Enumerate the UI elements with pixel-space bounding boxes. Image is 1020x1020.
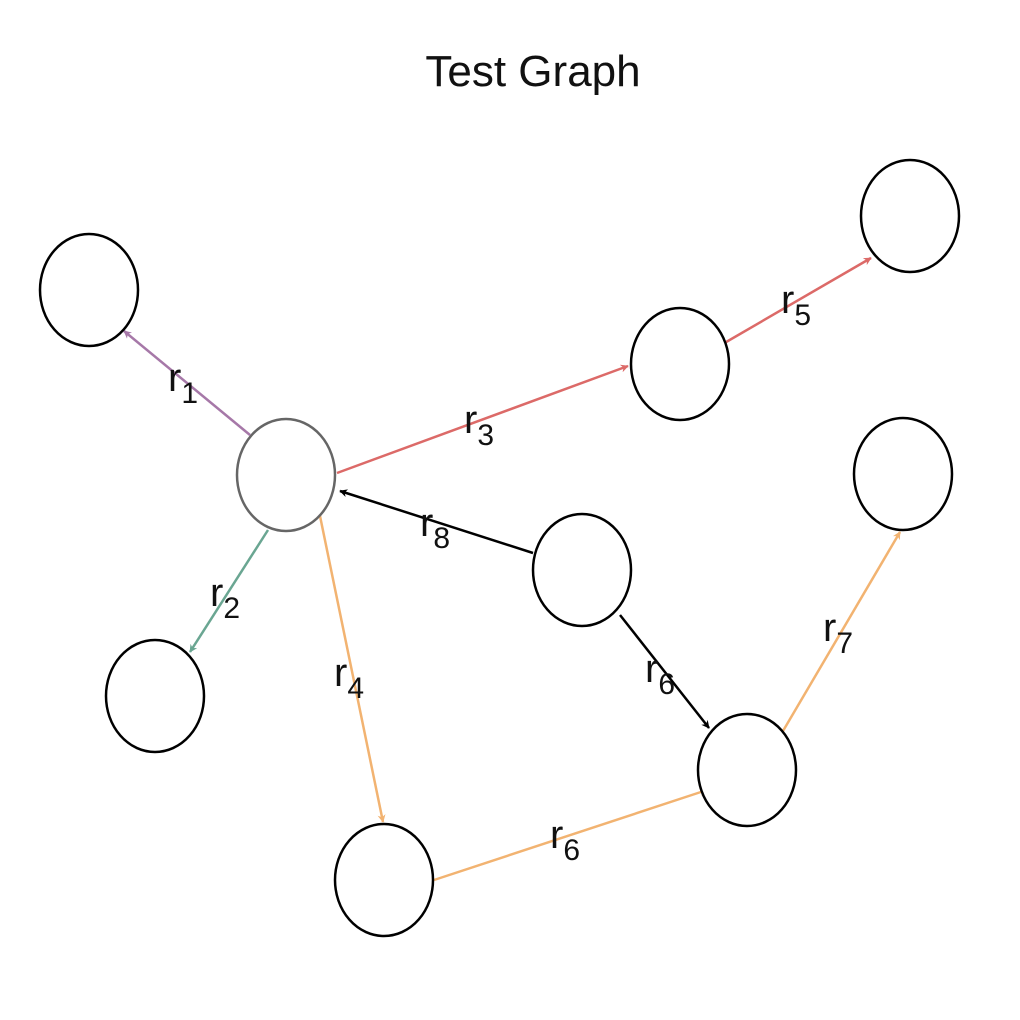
edge-r7: [781, 531, 902, 732]
edge-label-r6-black: r6: [645, 647, 675, 701]
edge-r6-black: [619, 614, 710, 729]
edge-label-r1: r1: [168, 356, 198, 410]
edge-label-r7: r7: [823, 606, 853, 660]
edge-r2: [188, 529, 270, 653]
node-middle[interactable]: [531, 512, 633, 628]
edge-r4: [318, 515, 386, 823]
edge-label-r3: r3: [464, 398, 494, 452]
edge-r5: [720, 256, 872, 347]
edge-label-r4: r4: [334, 651, 364, 705]
node-bottom-right[interactable]: [696, 712, 798, 828]
edge-labels: r1 r2 r3 r4 r5 r6 r6 r7 r8: [168, 278, 853, 867]
edge-r1: [123, 330, 251, 436]
node-center[interactable]: [235, 417, 337, 533]
edge-r3: [336, 364, 629, 475]
node-top-right[interactable]: [859, 158, 961, 274]
node-bottom-center[interactable]: [333, 822, 435, 938]
edge-label-r8: r8: [420, 501, 450, 555]
edge-r6-orange: [433, 788, 708, 882]
node-top-left[interactable]: [38, 232, 140, 348]
nodes: [38, 158, 961, 938]
node-mid-right[interactable]: [629, 306, 731, 422]
edge-label-r6-orange: r6: [550, 813, 580, 867]
node-left[interactable]: [104, 638, 206, 754]
edges: [123, 256, 902, 882]
diagram-title: Test Graph: [425, 47, 640, 96]
edge-r8: [339, 489, 534, 555]
node-right[interactable]: [852, 416, 954, 532]
edge-label-r2: r2: [210, 571, 240, 625]
edge-label-r5: r5: [781, 278, 811, 332]
